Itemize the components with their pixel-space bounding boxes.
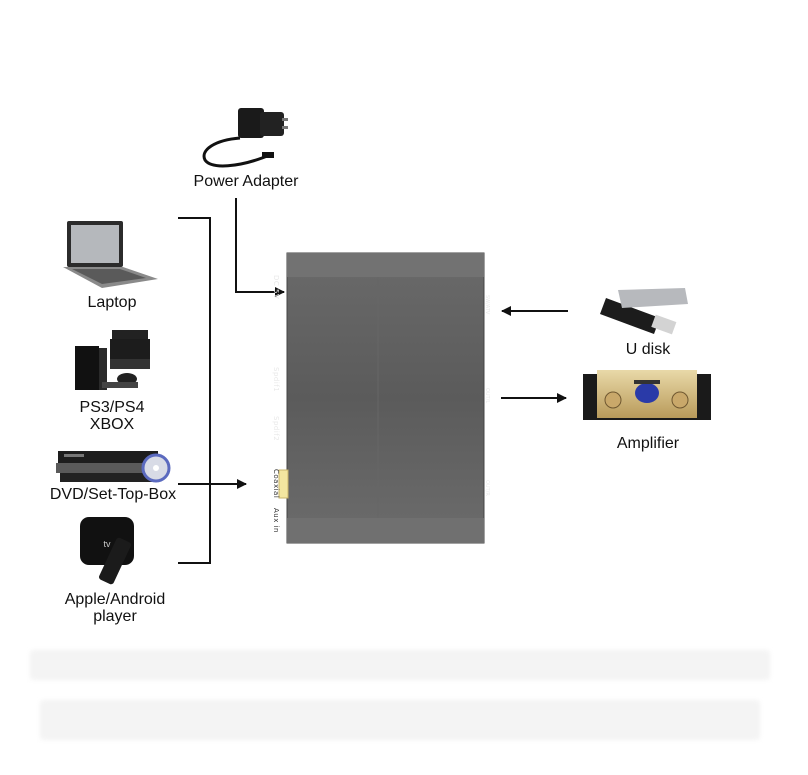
converter-device: [278, 252, 485, 544]
sources-bracket: [178, 217, 211, 564]
console-label-line2: XBOX: [89, 416, 135, 433]
player-label-line1: Apple/Android: [64, 591, 166, 608]
laptop-icon: [63, 221, 158, 288]
port-spdif1-label: Spdif1: [272, 367, 280, 393]
game-console-icon: [75, 330, 150, 390]
usb-disk-icon: [600, 288, 688, 335]
power-adapter-icon: [202, 108, 288, 168]
port-spdif2-label: Spdif2: [272, 416, 280, 442]
dvd-label: DVD/Set-Top-Box: [49, 486, 177, 503]
power-connection-arrow: [235, 198, 285, 297]
port-usb-label: SW/ATV: [484, 295, 490, 315]
port-coaxial-label: Coaxial: [272, 469, 280, 499]
blurred-footer: [30, 650, 770, 680]
power-adapter-label: Power Adapter: [193, 173, 299, 190]
port-rout-label: OUT/R: [484, 480, 490, 496]
player-label-line2: player: [93, 608, 137, 625]
dvd-player-icon: [56, 451, 171, 483]
blurred-footer-2: [40, 700, 760, 740]
amplifier-label: Amplifier: [616, 435, 680, 452]
port-aux-label: Aux in: [272, 508, 280, 533]
amplifier-icon: [583, 370, 711, 420]
coaxial-port: [278, 469, 289, 499]
port-dc-label: DC 5V: [272, 275, 280, 300]
port-out-label: OUT/L: [484, 388, 490, 404]
streaming-player-icon: tv: [80, 517, 134, 585]
console-label-line1: PS3/PS4: [79, 399, 145, 416]
udisk-label: U disk: [625, 341, 671, 358]
svg-text:tv: tv: [103, 539, 111, 549]
laptop-label: Laptop: [87, 294, 137, 311]
